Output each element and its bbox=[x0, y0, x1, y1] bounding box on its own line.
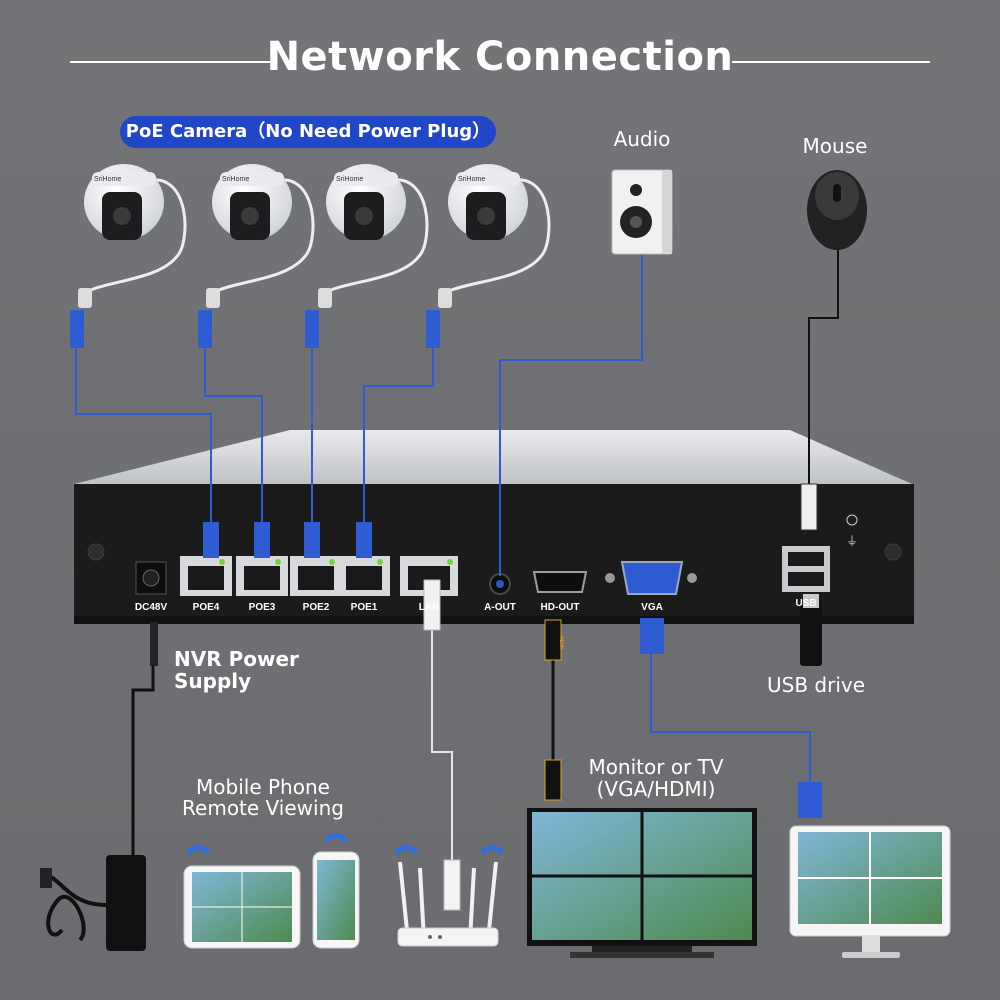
nvr-power-label-line1: NVR Power bbox=[174, 647, 299, 671]
title-left-rule bbox=[70, 61, 270, 63]
usb-drive bbox=[800, 600, 822, 666]
dc-plug bbox=[150, 622, 158, 666]
lan-cable bbox=[431, 630, 453, 860]
camera-4 bbox=[426, 164, 551, 348]
usb-drive-label: USB drive bbox=[766, 673, 866, 697]
hdmi-plug-top bbox=[544, 619, 562, 661]
poe4-cable bbox=[75, 348, 212, 526]
poe-ports bbox=[180, 556, 390, 596]
audio-cable bbox=[499, 255, 643, 576]
camera-1-brand: SriHome bbox=[94, 176, 122, 183]
camera-3-brand: SriHome bbox=[336, 176, 364, 183]
tablet-icon bbox=[183, 865, 301, 949]
camera-4-brand: SriHome bbox=[458, 176, 486, 183]
screw-left bbox=[87, 543, 105, 561]
router-icon bbox=[397, 859, 499, 947]
rj45-plugs-at-nvr bbox=[203, 522, 372, 558]
port-label-poe3: POE3 bbox=[248, 602, 276, 613]
port-label-usb: USB bbox=[795, 598, 817, 609]
svg-text:⏚: ⏚ bbox=[846, 534, 858, 548]
port-label-hdout: HD-OUT bbox=[540, 602, 580, 613]
monitor-tv-icon bbox=[527, 808, 757, 958]
network-cables bbox=[75, 255, 811, 785]
nvr-top-surface bbox=[74, 430, 912, 484]
camera-2 bbox=[198, 164, 315, 348]
vga-cable bbox=[650, 650, 811, 785]
screw-right bbox=[884, 543, 902, 561]
hdmi-plug-label: HDMI bbox=[558, 636, 564, 649]
title-right-rule bbox=[732, 61, 930, 63]
camera-1 bbox=[70, 164, 187, 348]
power-adapter-icon bbox=[40, 855, 146, 951]
camera-3 bbox=[305, 164, 429, 348]
nvr-recorder: ⏚ bbox=[74, 430, 914, 624]
mobile-label-line1: Mobile Phone bbox=[196, 775, 330, 799]
port-label-poe1: POE1 bbox=[350, 602, 378, 613]
monitor-label-line2: (VGA/HDMI) bbox=[596, 777, 716, 801]
monitor-icon bbox=[789, 825, 951, 958]
vga-plug-bottom bbox=[798, 782, 822, 818]
mouse-cable bbox=[808, 245, 839, 484]
mobile-label-line2: Remote Viewing bbox=[182, 796, 344, 820]
poe3-cable bbox=[204, 348, 263, 526]
wifi-icons bbox=[186, 833, 504, 855]
lan-plug bbox=[423, 579, 441, 631]
phone-icon bbox=[312, 851, 360, 949]
nvr-power-label-line2: Supply bbox=[174, 669, 252, 693]
audio-label: Audio bbox=[613, 127, 671, 151]
vga-port bbox=[620, 561, 684, 595]
hdmi-port bbox=[532, 571, 588, 593]
monitor-label-line1: Monitor or TV bbox=[588, 755, 724, 779]
camera-2-brand: SriHome bbox=[222, 176, 250, 183]
mouse-usb-plug bbox=[800, 483, 818, 531]
speaker-icon bbox=[611, 169, 673, 255]
poe-camera-badge: PoE Camera（No Need Power Plug） bbox=[120, 116, 496, 148]
port-label-lan: LAN bbox=[418, 602, 440, 613]
mouse-icon bbox=[807, 170, 867, 250]
page-title: Network Connection bbox=[266, 34, 734, 80]
port-label-aout: A-OUT bbox=[484, 602, 516, 613]
poe1-cable bbox=[363, 348, 434, 526]
port-label-vga: VGA bbox=[641, 602, 663, 613]
port-label-poe4: POE4 bbox=[192, 602, 220, 613]
port-label-dc: DC48V bbox=[134, 602, 168, 613]
port-label-poe2: POE2 bbox=[302, 602, 330, 613]
vga-plug-top bbox=[640, 618, 664, 654]
mouse-label: Mouse bbox=[802, 134, 868, 158]
hdmi-plug-bottom bbox=[544, 759, 562, 801]
